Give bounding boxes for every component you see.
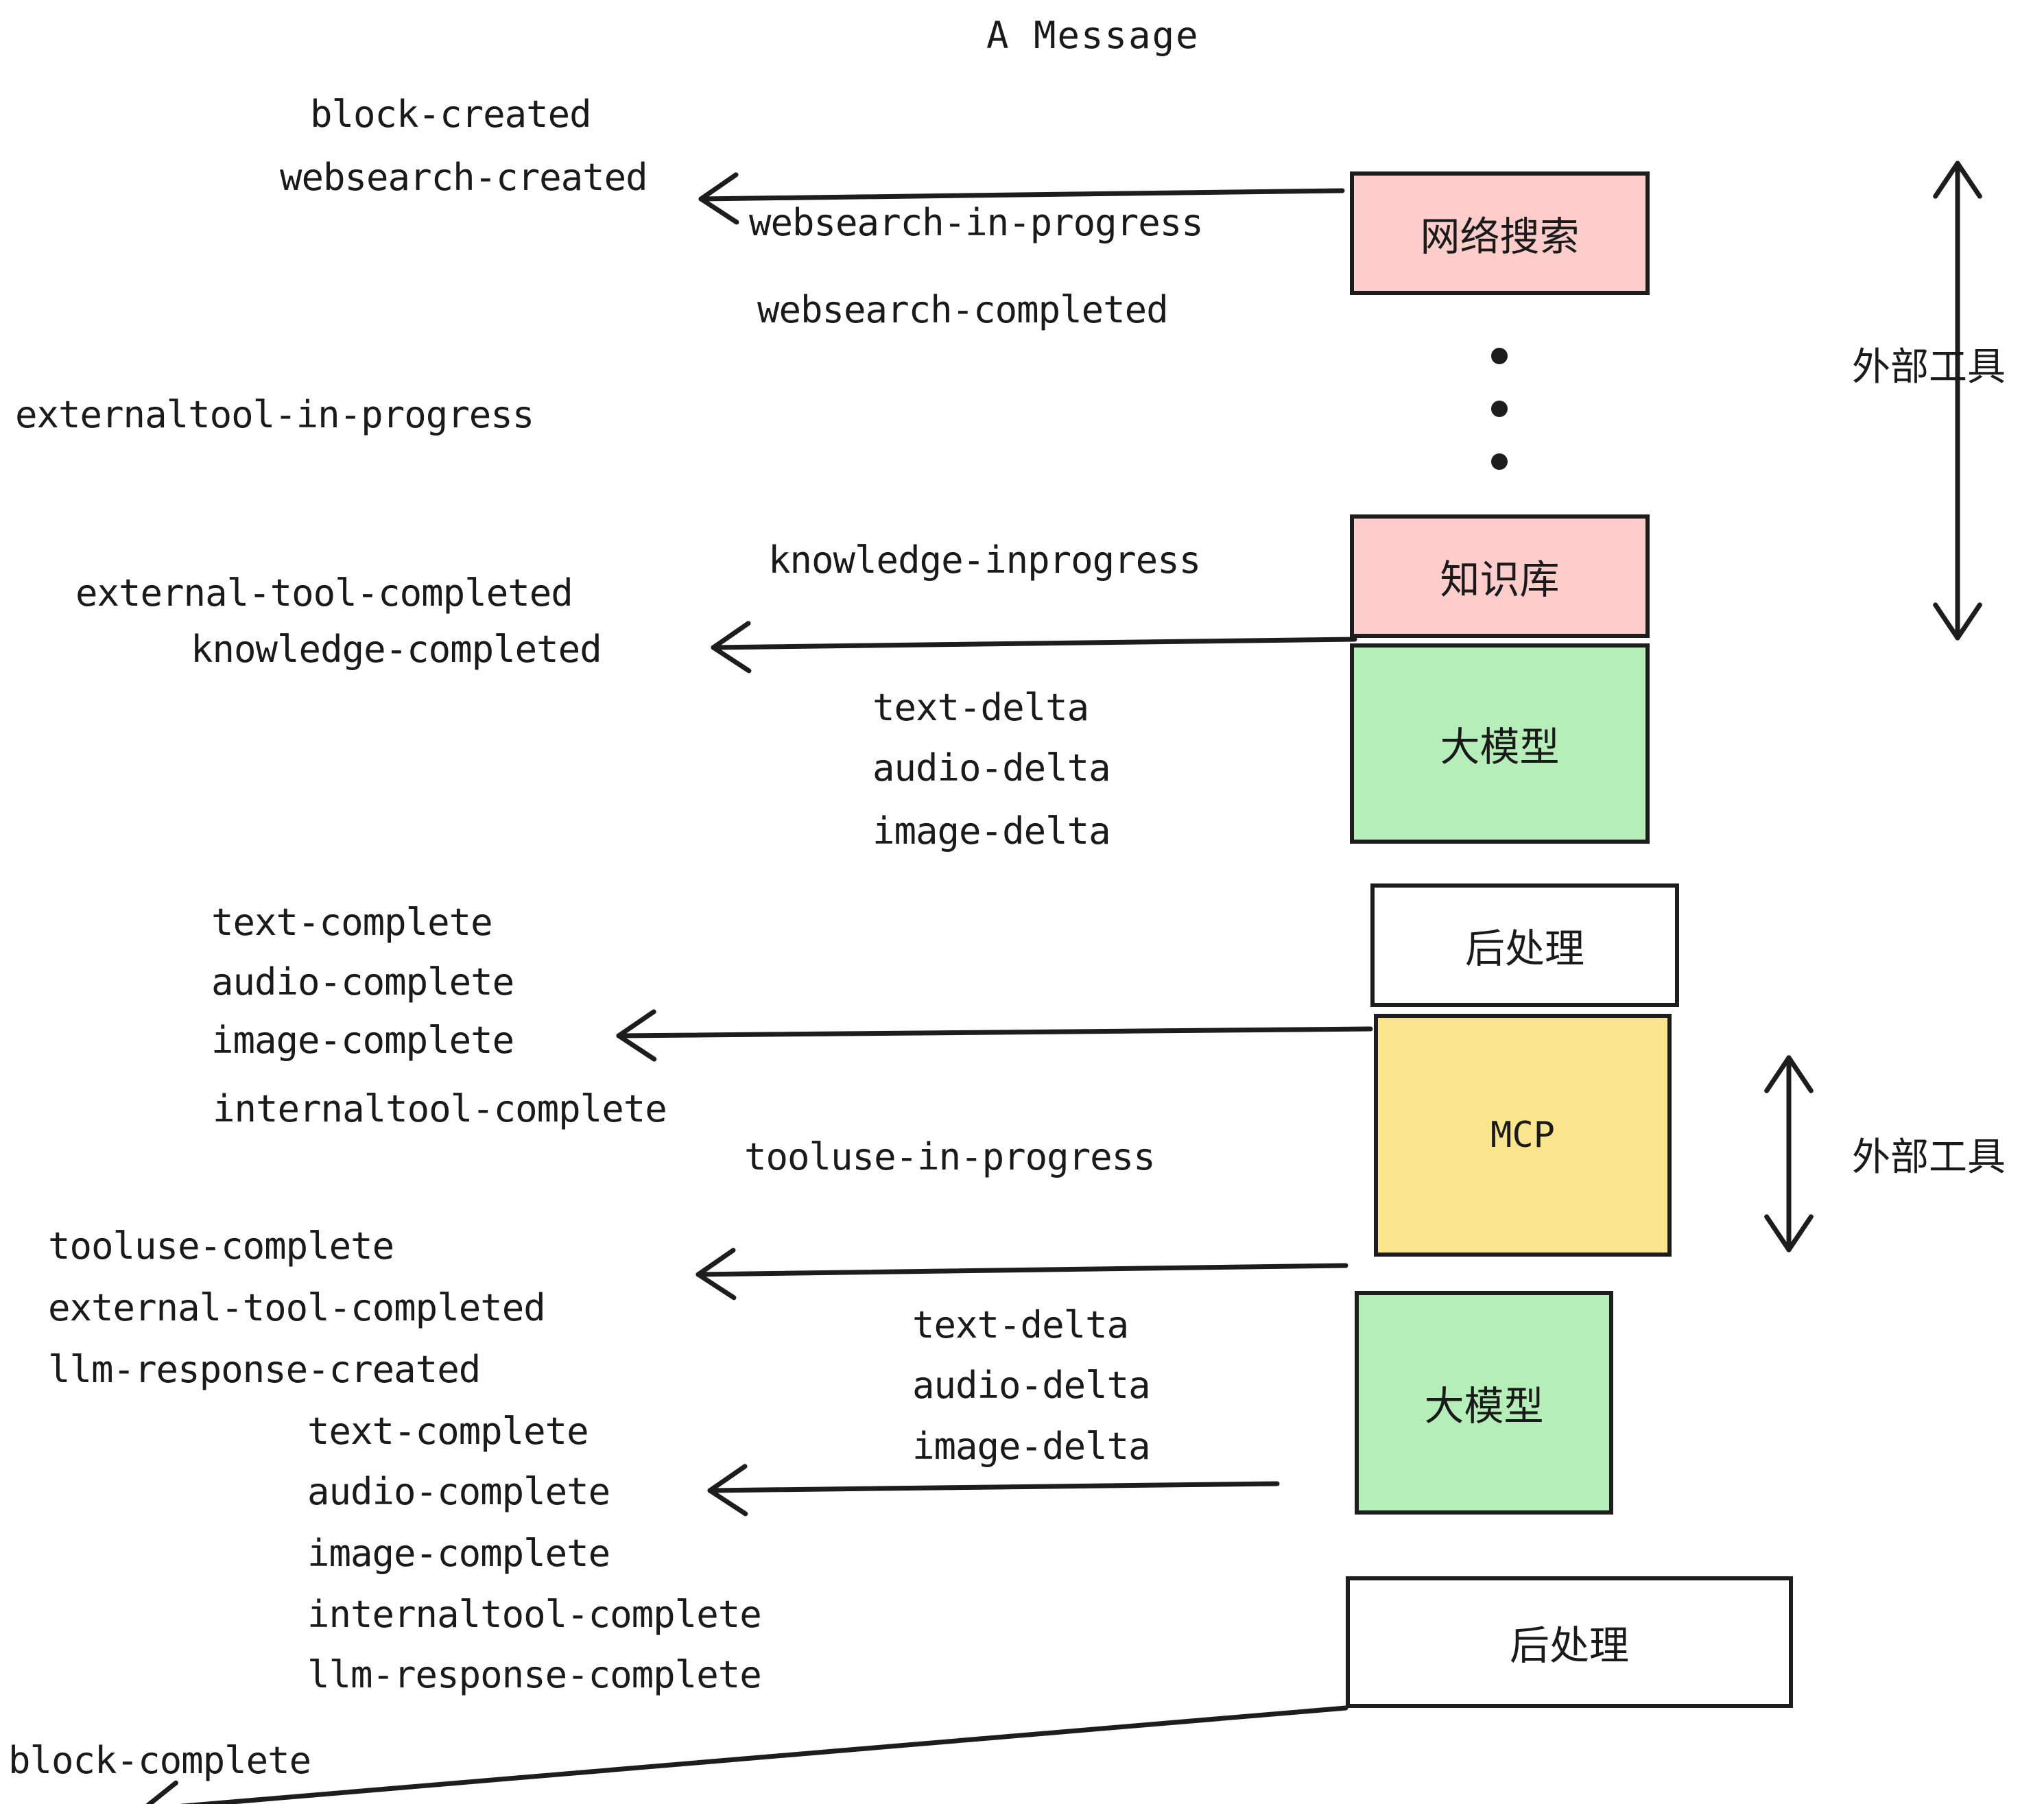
event-label-externaltool-in-progress: externaltool-in-progress <box>15 393 534 436</box>
page-title: A Message <box>986 14 1200 57</box>
node-llm-bottom[interactable]: 大模型 <box>1355 1291 1613 1515</box>
event-label-audio-complete-2: audio-complete <box>307 1470 610 1513</box>
node-knowledge[interactable]: 知识库 <box>1350 514 1650 638</box>
event-label-audio-delta-1: audio-delta <box>872 746 1111 790</box>
event-label-tooluse-complete: tooluse-complete <box>48 1224 394 1268</box>
event-label-text-delta-2: text-delta <box>912 1303 1129 1346</box>
event-label-text-delta-1: text-delta <box>872 686 1089 729</box>
node-post-bottom[interactable]: 后处理 <box>1346 1576 1793 1708</box>
event-label-llm-response-created: llm-response-created <box>48 1348 481 1391</box>
event-label-tooluse-in-progress: tooluse-in-progress <box>744 1135 1156 1178</box>
node-post-top[interactable]: 后处理 <box>1370 883 1679 1007</box>
event-label-websearch-created: websearch-created <box>280 156 648 199</box>
event-label-block-complete: block-complete <box>8 1739 311 1782</box>
event-label-block-created: block-created <box>310 93 592 136</box>
event-label-llm-response-complete: llm-response-complete <box>307 1653 762 1696</box>
node-label-websearch: 网络搜索 <box>1420 213 1580 260</box>
event-label-knowledge-inprogress: knowledge-inprogress <box>768 538 1201 582</box>
ellipsis-dot-1 <box>1491 348 1508 364</box>
arrow-knowledge-completed-arrow <box>711 621 1357 674</box>
event-label-image-delta-2: image-delta <box>912 1425 1151 1468</box>
event-label-websearch-in-progress: websearch-in-progress <box>749 201 1204 244</box>
event-label-external-tool-completed-1: external-tool-completed <box>75 571 573 615</box>
event-label-internaltool-complete-2: internaltool-complete <box>307 1593 762 1636</box>
event-label-audio-complete-1: audio-complete <box>211 960 514 1004</box>
ellipsis-dot-3 <box>1491 453 1508 470</box>
node-label-post-top: 后处理 <box>1464 925 1584 972</box>
side-label-external-tool-top: 外部工具 <box>1852 345 2006 390</box>
event-label-internaltool-complete-1: internaltool-complete <box>213 1087 667 1130</box>
node-label-llm-bottom: 大模型 <box>1424 1383 1544 1429</box>
arrow-external-tool-arrow-top <box>1933 161 1982 641</box>
event-label-audio-delta-2: audio-delta <box>912 1364 1151 1407</box>
arrow-tooluse-complete-arrow <box>696 1248 1348 1301</box>
ellipsis-dot-2 <box>1491 401 1508 417</box>
arrow-image-complete-arrow <box>616 1009 1373 1062</box>
arrow-audio-complete-arrow <box>707 1464 1280 1517</box>
node-label-mcp: MCP <box>1490 1115 1555 1156</box>
event-label-image-complete-1: image-complete <box>211 1019 514 1062</box>
event-label-text-complete-2: text-complete <box>307 1410 589 1453</box>
node-llm-top[interactable]: 大模型 <box>1350 643 1650 844</box>
event-label-knowledge-completed: knowledge-completed <box>191 628 602 671</box>
side-label-external-tool-bottom: 外部工具 <box>1852 1135 2006 1180</box>
event-label-image-delta-1: image-delta <box>872 809 1111 853</box>
event-label-text-complete-1: text-complete <box>211 901 493 944</box>
arrow-block-complete-arrow <box>145 1705 1348 1804</box>
node-label-post-bottom: 后处理 <box>1509 1622 1629 1669</box>
event-label-image-complete-2: image-complete <box>307 1532 610 1575</box>
arrow-external-tool-arrow-bottom <box>1764 1055 1814 1253</box>
event-label-external-tool-completed-2: external-tool-completed <box>48 1286 546 1329</box>
node-websearch[interactable]: 网络搜索 <box>1350 171 1650 295</box>
arrow-block-created-arrow <box>698 172 1345 225</box>
node-label-knowledge: 知识库 <box>1440 556 1560 603</box>
event-label-websearch-completed: websearch-completed <box>757 288 1169 331</box>
node-mcp[interactable]: MCP <box>1374 1014 1672 1257</box>
node-label-llm-top: 大模型 <box>1440 724 1560 770</box>
